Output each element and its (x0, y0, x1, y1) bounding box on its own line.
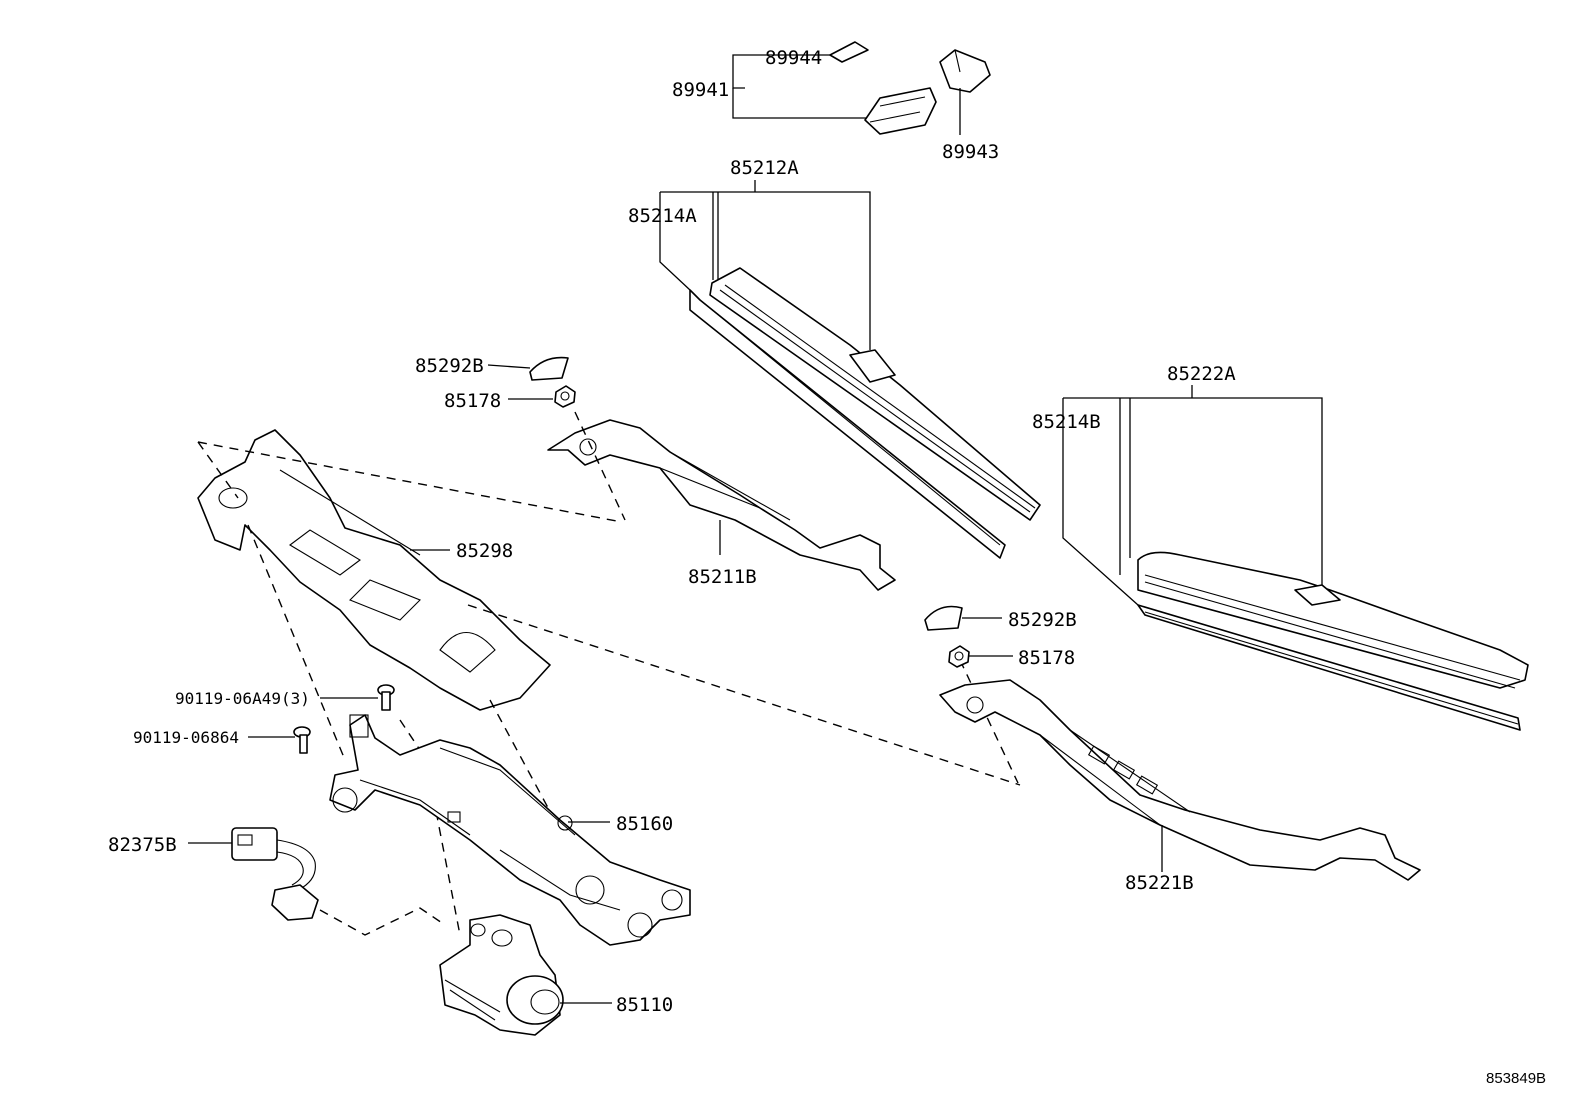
label-85222A: 85222A (1167, 363, 1236, 385)
label-90119-06A49: 90119-06A49(3) (175, 689, 310, 708)
part-89943-cover (939, 49, 991, 135)
label-85221B: 85221B (1125, 872, 1194, 894)
part-85292B-right-cap (924, 605, 963, 631)
leader-85292B-left (487, 364, 531, 369)
part-85160-wiper-linkage (329, 714, 691, 946)
label-89943: 89943 (942, 141, 999, 163)
label-85110: 85110 (616, 994, 673, 1016)
part-85214B-blade-rubber (1137, 604, 1521, 731)
part-85292B-left-cap (529, 356, 569, 381)
label-85214B: 85214B (1032, 411, 1101, 433)
part-85214A-blade-rubber (689, 289, 1006, 559)
part-85298-cowl-panel (197, 429, 551, 711)
dashed-guides (197, 411, 1021, 936)
label-85214A: 85214A (628, 205, 697, 227)
leader-85222A (1062, 385, 1323, 606)
label-85211B: 85211B (688, 566, 757, 588)
part-82375B-wire-harness (231, 827, 319, 921)
label-82375B: 82375B (108, 834, 177, 856)
part-85178-left-nut (554, 385, 576, 408)
diagram-reference-number: 853849B (1486, 1070, 1546, 1087)
label-90119-06864: 90119-06864 (133, 728, 239, 747)
label-85178-right: 85178 (1018, 647, 1075, 669)
part-89944-tag (829, 41, 869, 63)
label-85178-left: 85178 (444, 390, 501, 412)
part-85110-wiper-motor (439, 914, 564, 1036)
label-85292B-right: 85292B (1008, 609, 1077, 631)
label-85212A: 85212A (730, 157, 799, 179)
label-89941: 89941 (672, 79, 729, 101)
label-89944: 89944 (765, 47, 822, 69)
leader-89941 (732, 54, 870, 119)
part-85211B-wiper-arm (547, 419, 896, 591)
part-89941-sensor (864, 87, 937, 135)
label-85292B-left: 85292B (415, 355, 484, 377)
label-85298: 85298 (456, 540, 513, 562)
part-85212A-wiper-blade (709, 267, 1041, 521)
label-85160: 85160 (616, 813, 673, 835)
part-90119-06A49-bolt (377, 684, 395, 711)
part-85222A-wiper-blade (1137, 551, 1529, 689)
leader-85212A (659, 180, 871, 350)
part-90119-06864-bolt (293, 726, 311, 754)
part-85178-right-nut (948, 645, 970, 668)
part-85221B-wiper-arm (939, 679, 1421, 881)
